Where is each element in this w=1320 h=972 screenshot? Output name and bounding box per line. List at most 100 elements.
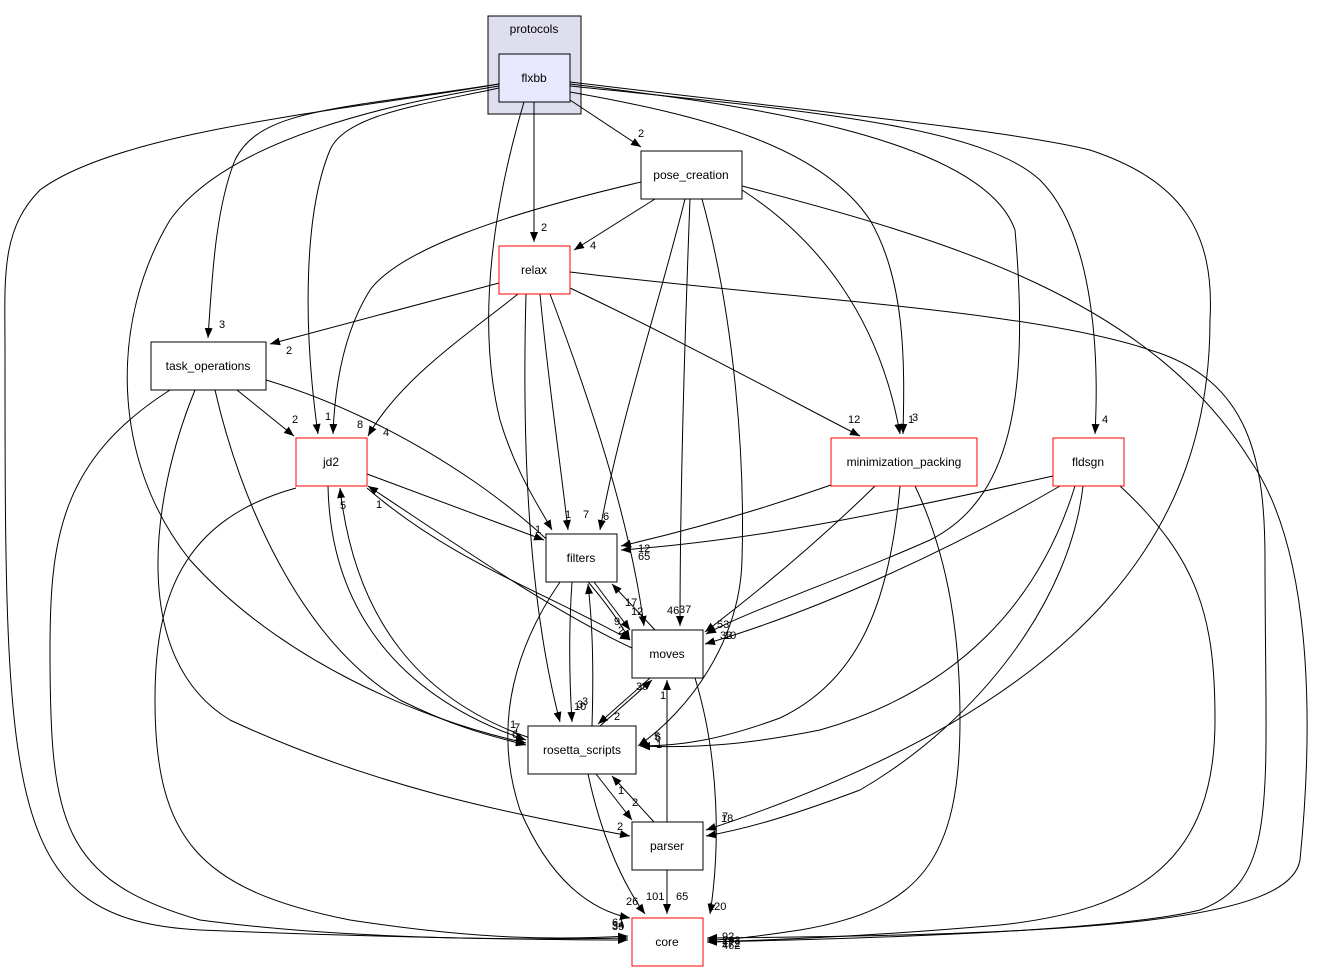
edge-label-flxbb-to-parser[interactable]: 7: [722, 811, 728, 823]
edge-label-pose_creation-to-core[interactable]: 92: [722, 931, 734, 943]
edge-label-minimization_packing-to-moves[interactable]: 53: [717, 619, 729, 631]
node-box: [498, 245, 571, 295]
edge-label-parser-to-core[interactable]: 65: [676, 891, 688, 903]
edge-label-fldsgn-to-parser[interactable]: 18: [721, 813, 733, 825]
node-label: jd2: [322, 455, 339, 469]
edge-label-relax-to-core[interactable]: 172: [722, 938, 740, 950]
edge-label-filters-to-moves[interactable]: 12: [631, 606, 643, 618]
edge-label-moves-to-rosetta_scripts[interactable]: 2: [614, 711, 620, 723]
edge-label-moves-to-core[interactable]: 120: [708, 901, 726, 913]
edge-label-flxbb-to-pose_creation[interactable]: 2: [638, 128, 644, 140]
edge-task_operations-to-jd2: [236, 389, 295, 437]
edge-moves-to-core: [694, 677, 717, 915]
edge-moves-to-rosetta_scripts: [597, 677, 651, 725]
edge-label-flxbb-to-rosetta_scripts[interactable]: 1: [510, 719, 516, 731]
node-core[interactable]: core: [631, 917, 704, 967]
node-rosetta-scripts[interactable]: rosetta_scripts: [527, 725, 637, 775]
edge-label-task_operations-to-core[interactable]: 39: [612, 921, 624, 933]
edge-label-jd2-to-rosetta_scripts[interactable]: 7: [514, 722, 520, 734]
edge-label-parser-to-moves[interactable]: 1: [660, 690, 666, 702]
edge-relax-to-filters: [539, 293, 571, 531]
edge-rosetta_scripts-to-jd2: [337, 487, 531, 739]
edge-label-task_operations-to-parser[interactable]: 2: [617, 821, 623, 833]
edge-flxbb-to-filters: [488, 101, 553, 531]
edge-label-relax-to-filters[interactable]: 7: [583, 509, 589, 521]
node-box: [150, 341, 267, 391]
edge-jd2-to-rosetta_scripts: [327, 485, 527, 741]
edge-label-pose_creation-to-relax[interactable]: 4: [590, 240, 596, 252]
node-label: flxbb: [521, 71, 547, 85]
node-moves[interactable]: moves: [631, 629, 704, 679]
edge-label-relax-to-minimization_packing[interactable]: 12: [848, 414, 860, 426]
edge-label-minimization_packing-to-filters[interactable]: 12: [638, 543, 650, 555]
edge-label-minimization_packing-to-core[interactable]: 293: [722, 935, 740, 947]
edge-label-relax-to-moves[interactable]: 46: [667, 605, 679, 617]
edge-label-flxbb-to-moves[interactable]: 10: [724, 630, 736, 642]
edge-filters-to-moves: [593, 581, 631, 631]
edge-label-jd2-to-moves[interactable]: 9: [614, 616, 620, 628]
edge-label-flxbb-to-task_operations[interactable]: 3: [219, 319, 225, 331]
edge-label-rosetta_scripts-to-filters[interactable]: 3: [582, 696, 588, 708]
edge-task_operations-to-moves: [265, 379, 631, 641]
edge-label-pose_creation-to-minimization_packing[interactable]: 3: [912, 412, 918, 424]
node-box: [631, 629, 704, 679]
edge-label-filters-to-rosetta_scripts[interactable]: 10: [574, 701, 586, 713]
edge-label-flxbb-to-jd2[interactable]: 1: [325, 411, 331, 423]
node-relax[interactable]: relax: [498, 245, 571, 295]
node-box: [295, 437, 368, 487]
edge-label-pose_creation-to-moves[interactable]: 37: [679, 604, 691, 616]
edge-label-rosetta_scripts-to-jd2[interactable]: 5: [340, 500, 346, 512]
edge-label-task_operations-to-rosetta_scripts[interactable]: 6: [512, 729, 518, 741]
edge-label-task_operations-to-moves[interactable]: 2: [618, 625, 624, 637]
edge-label-fldsgn-to-filters[interactable]: 65: [638, 551, 650, 563]
node-parser[interactable]: parser: [631, 821, 704, 871]
edge-label-moves-to-jd2[interactable]: 1: [376, 499, 382, 511]
node-fldsgn[interactable]: fldsgn: [1052, 437, 1125, 487]
node-minimization-packing[interactable]: minimization_packing: [830, 437, 978, 487]
edge-jd2-to-core: [154, 487, 629, 941]
edge-label-flxbb-to-fldsgn[interactable]: 4: [1102, 414, 1108, 426]
edge-flxbb-to-fldsgn: [569, 85, 1100, 435]
edge-pose_creation-to-minimization_packing: [741, 189, 903, 435]
edge-label-flxbb-to-minimization_packing[interactable]: 1: [908, 414, 914, 426]
node-box: [545, 533, 618, 583]
node-jd2[interactable]: jd2: [295, 437, 368, 487]
edge-label-rosetta_scripts-to-core[interactable]: 101: [646, 891, 664, 903]
node-filters[interactable]: filters: [545, 533, 618, 583]
edge-label-relax-to-jd2[interactable]: 4: [383, 427, 389, 439]
node-pose-creation[interactable]: pose_creation: [640, 150, 743, 200]
edge-minimization_packing-to-moves: [704, 485, 876, 633]
node-label: moves: [649, 647, 684, 661]
edge-label-pose_creation-to-filters[interactable]: 6: [603, 511, 609, 523]
edge-label-pose_creation-to-rosetta_scripts[interactable]: 5: [654, 731, 660, 743]
node-box: [830, 437, 978, 487]
edge-label-rosetta_scripts-to-moves[interactable]: 39: [636, 681, 648, 693]
edge-label-jd2-to-filters[interactable]: 1: [535, 524, 541, 536]
edge-label-parser-to-rosetta_scripts[interactable]: 1: [618, 785, 624, 797]
edge-pose_creation-to-core: [706, 185, 1308, 942]
edge-label-jd2-to-core[interactable]: 61: [612, 917, 624, 929]
node-task-operations[interactable]: task_operations: [150, 341, 267, 391]
edge-label-flxbb-to-core[interactable]: 54: [612, 920, 624, 932]
edge-label-moves-to-filters[interactable]: 17: [625, 597, 637, 609]
edge-label-relax-to-rosetta_scripts[interactable]: 3: [577, 699, 583, 711]
edge-label-flxbb-to-filters[interactable]: 1: [565, 509, 571, 521]
edge-pose_creation-to-jd2: [329, 181, 642, 435]
node-label: pose_creation: [653, 168, 728, 182]
edge-label-task_operations-to-jd2[interactable]: 2: [292, 414, 298, 426]
edge-label-fldsgn-to-moves[interactable]: 33: [720, 630, 732, 642]
edge-label-flxbb-to-relax[interactable]: 2: [541, 222, 547, 234]
edge-label-minimization_packing-to-rosetta_scripts[interactable]: 6: [655, 732, 661, 744]
node-label: fldsgn: [1072, 455, 1104, 469]
edge-label-rosetta_scripts-to-parser[interactable]: 2: [632, 797, 638, 809]
edge-label-fldsgn-to-rosetta_scripts[interactable]: 1: [656, 739, 662, 751]
edge-pose_creation-to-relax: [573, 198, 656, 251]
edge-minimization_packing-to-rosetta_scripts: [639, 485, 901, 750]
node-flxbb[interactable]: flxbb: [498, 53, 571, 103]
edge-label-fldsgn-to-core[interactable]: 462: [722, 940, 740, 952]
edge-relax-to-task_operations: [269, 282, 500, 346]
edge-label-relax-to-task_operations[interactable]: 2: [286, 345, 292, 357]
edge-jd2-to-moves: [366, 487, 631, 641]
edge-label-filters-to-core[interactable]: 26: [626, 896, 638, 908]
edge-label-pose_creation-to-jd2[interactable]: 8: [357, 419, 363, 431]
